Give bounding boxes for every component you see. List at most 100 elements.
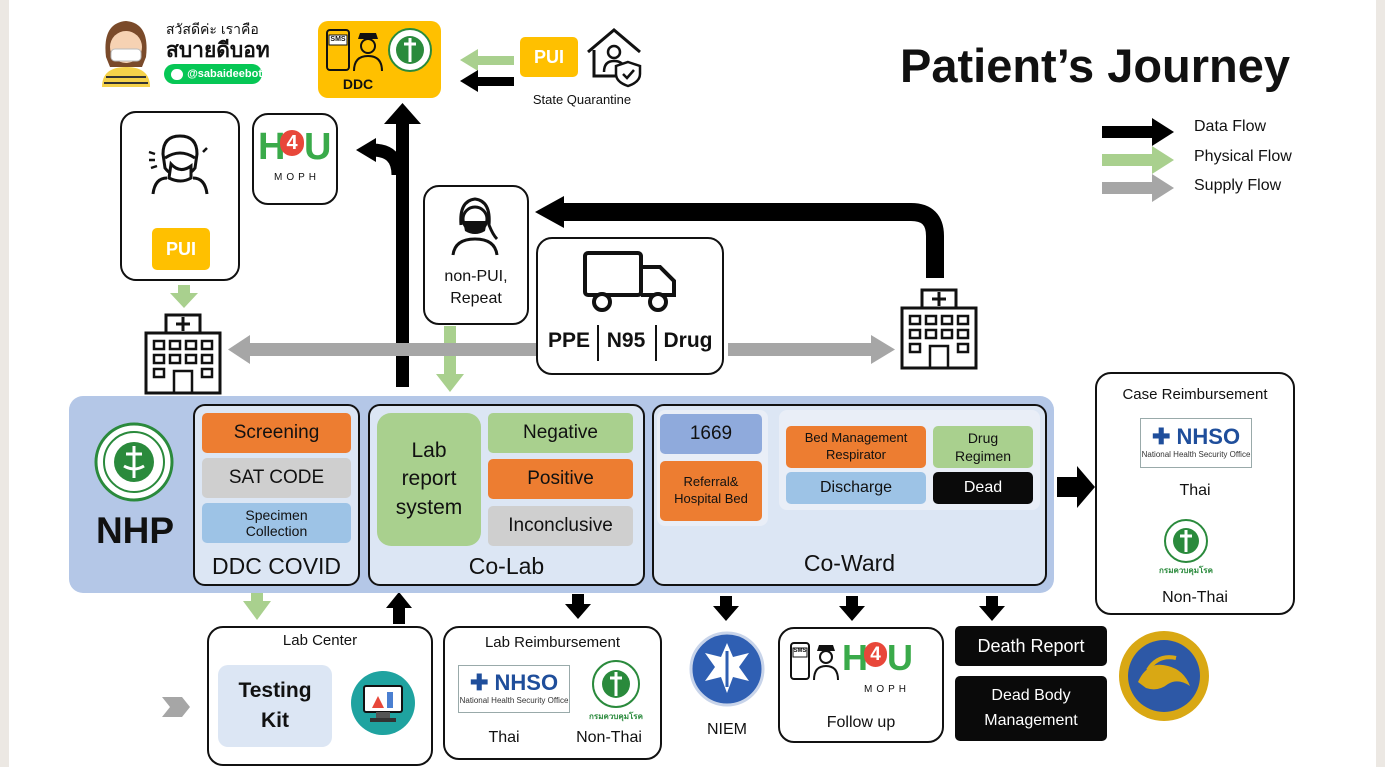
data-arrow-labreimb-head — [565, 604, 591, 619]
state-quarantine-pui-tag: PUI — [520, 37, 578, 77]
h4u-logo: H 4 U — [258, 126, 338, 168]
supply-item-ppe: PPE — [547, 329, 591, 352]
case-nhso-full: National Health Security Office — [1141, 450, 1251, 459]
sabaidee-bot-avatar-icon — [102, 21, 150, 87]
h4u-u: U — [304, 126, 332, 168]
line-icon — [171, 68, 184, 80]
supply-item-n95: N95 — [606, 329, 646, 352]
case-nhso-name-text: NHSO — [1176, 424, 1241, 449]
co-ward-bed-management: Bed Management Respirator — [786, 426, 926, 468]
followup-sms-text: SMS — [793, 648, 807, 654]
lab-report-line-2: report — [401, 467, 457, 491]
data-arrow-death-head — [979, 606, 1005, 621]
data-arrow-labreimb-shaft — [572, 594, 584, 606]
data-arrow-followup-shaft — [846, 596, 858, 608]
legend-physical-arrow-head — [1152, 146, 1174, 174]
testing-kit-line-1: Testing — [238, 678, 312, 702]
followup-h4u-u: U — [887, 637, 913, 678]
data-arrow-to-ddc-head — [384, 103, 421, 124]
referral-line-2: Hospital Bed — [674, 491, 748, 506]
co-lab-negative: Negative — [488, 413, 633, 453]
lab-reimbursement-title: Lab Reimbursement — [484, 634, 621, 651]
lab-computer-icon — [351, 671, 415, 735]
followup-h4u-sub: MOPH — [864, 684, 910, 695]
page-title: Patient’s Journey — [900, 39, 1291, 92]
supply-arrow-left-shaft — [245, 343, 539, 356]
lab-center-title: Lab Center — [282, 632, 358, 649]
pui-tag: PUI — [152, 228, 210, 270]
physical-arrow-pui-shaft — [178, 285, 190, 295]
dead-body-management-box: Dead Body Management — [955, 676, 1107, 741]
bot-greeting: สวัสดีค่ะ เราคือ — [166, 21, 259, 37]
lab-nhso-name-text: NHSO — [494, 670, 559, 695]
supply-arrow-lab-head — [162, 697, 190, 717]
physical-arrow-lab-head — [243, 601, 271, 620]
physical-arrow-lab-shaft — [251, 593, 263, 603]
death-report-box: Death Report — [955, 626, 1107, 666]
co-lab-positive: Positive — [488, 459, 633, 499]
physical-arrow-nonpui-head — [436, 374, 464, 392]
data-arrow-to-h4u-head — [356, 138, 376, 162]
co-ward-label: Co-Ward — [803, 550, 896, 576]
co-ward-discharge: Discharge — [786, 472, 926, 504]
bot-line-id: @sabaideebot — [187, 68, 262, 80]
testing-kit-box: Testing Kit — [218, 665, 332, 747]
bot-name: สบายดีบอท — [166, 39, 270, 62]
physical-arrow-quarantine-head — [460, 49, 478, 71]
data-arrow-followup-head — [839, 606, 865, 621]
legend-physical-flow: Physical Flow — [1194, 148, 1292, 165]
data-arrow-labcenter-up-head — [386, 592, 412, 608]
case-reimbursement-title: Case Reimbursement — [1122, 386, 1268, 403]
hospital-left-icon — [144, 313, 222, 395]
dead-body-line-1: Dead Body — [991, 687, 1071, 705]
ddc-label: DDC — [342, 76, 374, 92]
hospital-right-icon — [900, 288, 978, 370]
non-pui-label-2: Repeat — [450, 290, 502, 307]
data-arrow-case-head — [1077, 466, 1095, 508]
ddc-logo-icon — [388, 28, 432, 72]
ddc-covid-label: DDC COVID — [211, 553, 342, 579]
supply-arrow-right-shaft — [728, 343, 873, 356]
house-quarantine-icon — [587, 28, 642, 88]
non-pui-label-1: non-PUI, — [444, 268, 508, 285]
nhso-cross-icon: ✚ — [1151, 424, 1171, 449]
lab-reimbursement-non-thai: Non-Thai — [576, 729, 642, 746]
lab-nhso-name: ✚ NHSO — [459, 670, 569, 696]
lab-ddc-logo-icon — [592, 660, 640, 708]
legend-data-flow: Data Flow — [1194, 118, 1267, 135]
case-reimbursement-card — [1095, 372, 1295, 615]
case-ddc-logo-icon — [1164, 519, 1208, 563]
case-reimbursement-non-thai: Non-Thai — [1162, 589, 1228, 606]
case-nhso-logo: ✚ NHSO National Health Security Office — [1140, 418, 1252, 468]
sneezing-person-icon — [148, 134, 209, 195]
niem-label: NIEM — [707, 721, 747, 738]
sms-phone-icon — [326, 29, 350, 71]
supply-arrow-right-head — [871, 335, 895, 364]
legend-data-arrow-head — [1152, 118, 1174, 146]
lab-report-line-3: system — [395, 495, 463, 519]
lab-nhso-cross-icon: ✚ — [469, 670, 489, 695]
legend-data-arrow-shaft — [1102, 126, 1152, 138]
h4u-card — [252, 113, 338, 205]
co-ward-drug-regimen: Drug Regimen — [933, 426, 1033, 468]
officer-icon — [353, 33, 383, 72]
state-quarantine-label: State Quarantine — [532, 92, 632, 107]
data-arrow-niem-shaft — [720, 596, 732, 608]
referral-line-1: Referral& — [683, 474, 739, 490]
bot-line-badge[interactable]: @sabaideebot — [164, 64, 262, 84]
lab-dept-text: กรมควบคุมโรค — [589, 712, 643, 721]
co-lab-inconclusive: Inconclusive — [488, 506, 633, 546]
supply-arrow-left-head — [228, 335, 250, 364]
case-dept-text: กรมควบคุมโรค — [1159, 566, 1213, 575]
lab-report-line-1: Lab — [411, 439, 447, 463]
interior-ministry-seal-icon — [1119, 631, 1209, 721]
h4u-sub: MOPH — [274, 172, 320, 183]
data-arrow-death-shaft — [986, 596, 998, 608]
supply-item-drug: Drug — [663, 329, 713, 352]
masked-woman-icon — [451, 197, 499, 256]
co-ward-1669: 1669 — [660, 414, 762, 454]
ddc-covid-specimen: Specimen Collection — [202, 503, 351, 543]
lab-report-system: Lab report system — [377, 413, 481, 546]
data-arrow-hospital-to-nonpui — [562, 203, 944, 278]
